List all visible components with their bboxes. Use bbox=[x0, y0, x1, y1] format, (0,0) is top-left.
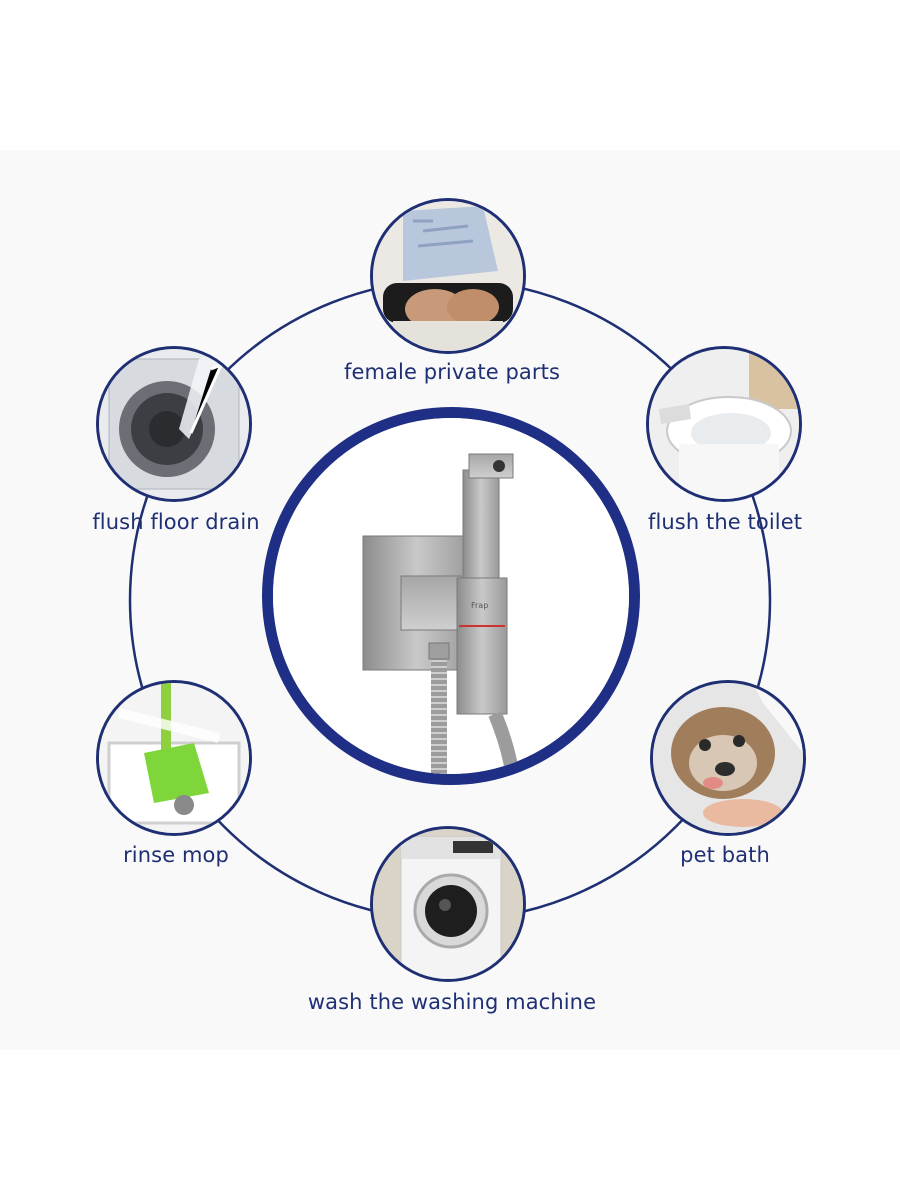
bidet-sprayer-illustration: Frap bbox=[273, 418, 629, 774]
label-rinse-mop: rinse mop bbox=[123, 843, 229, 867]
thumb-wash-the-washing-machine bbox=[370, 826, 526, 982]
product-image: Frap bbox=[262, 407, 640, 785]
thumb-pet-bath bbox=[650, 680, 806, 836]
thumb-flush-the-toilet bbox=[646, 346, 802, 502]
label-female-private-parts: female private parts bbox=[344, 360, 560, 384]
label-pet-bath: pet bath bbox=[680, 843, 770, 867]
label-wash-the-washing-machine: wash the washing machine bbox=[307, 990, 597, 1014]
washing-machine-image bbox=[373, 829, 523, 979]
mop-image bbox=[99, 683, 249, 833]
floor-drain-image bbox=[99, 349, 249, 499]
toilet-image bbox=[649, 349, 799, 499]
label-flush-the-toilet: flush the toilet bbox=[647, 510, 803, 534]
thumb-rinse-mop bbox=[96, 680, 252, 836]
brand-mark: Frap bbox=[471, 601, 488, 610]
thumb-flush-floor-drain bbox=[96, 346, 252, 502]
person-seated-image bbox=[373, 201, 523, 351]
dog-bath-image bbox=[653, 683, 803, 833]
label-flush-floor-drain: flush floor drain bbox=[92, 510, 260, 534]
thumb-female-private-parts bbox=[370, 198, 526, 354]
